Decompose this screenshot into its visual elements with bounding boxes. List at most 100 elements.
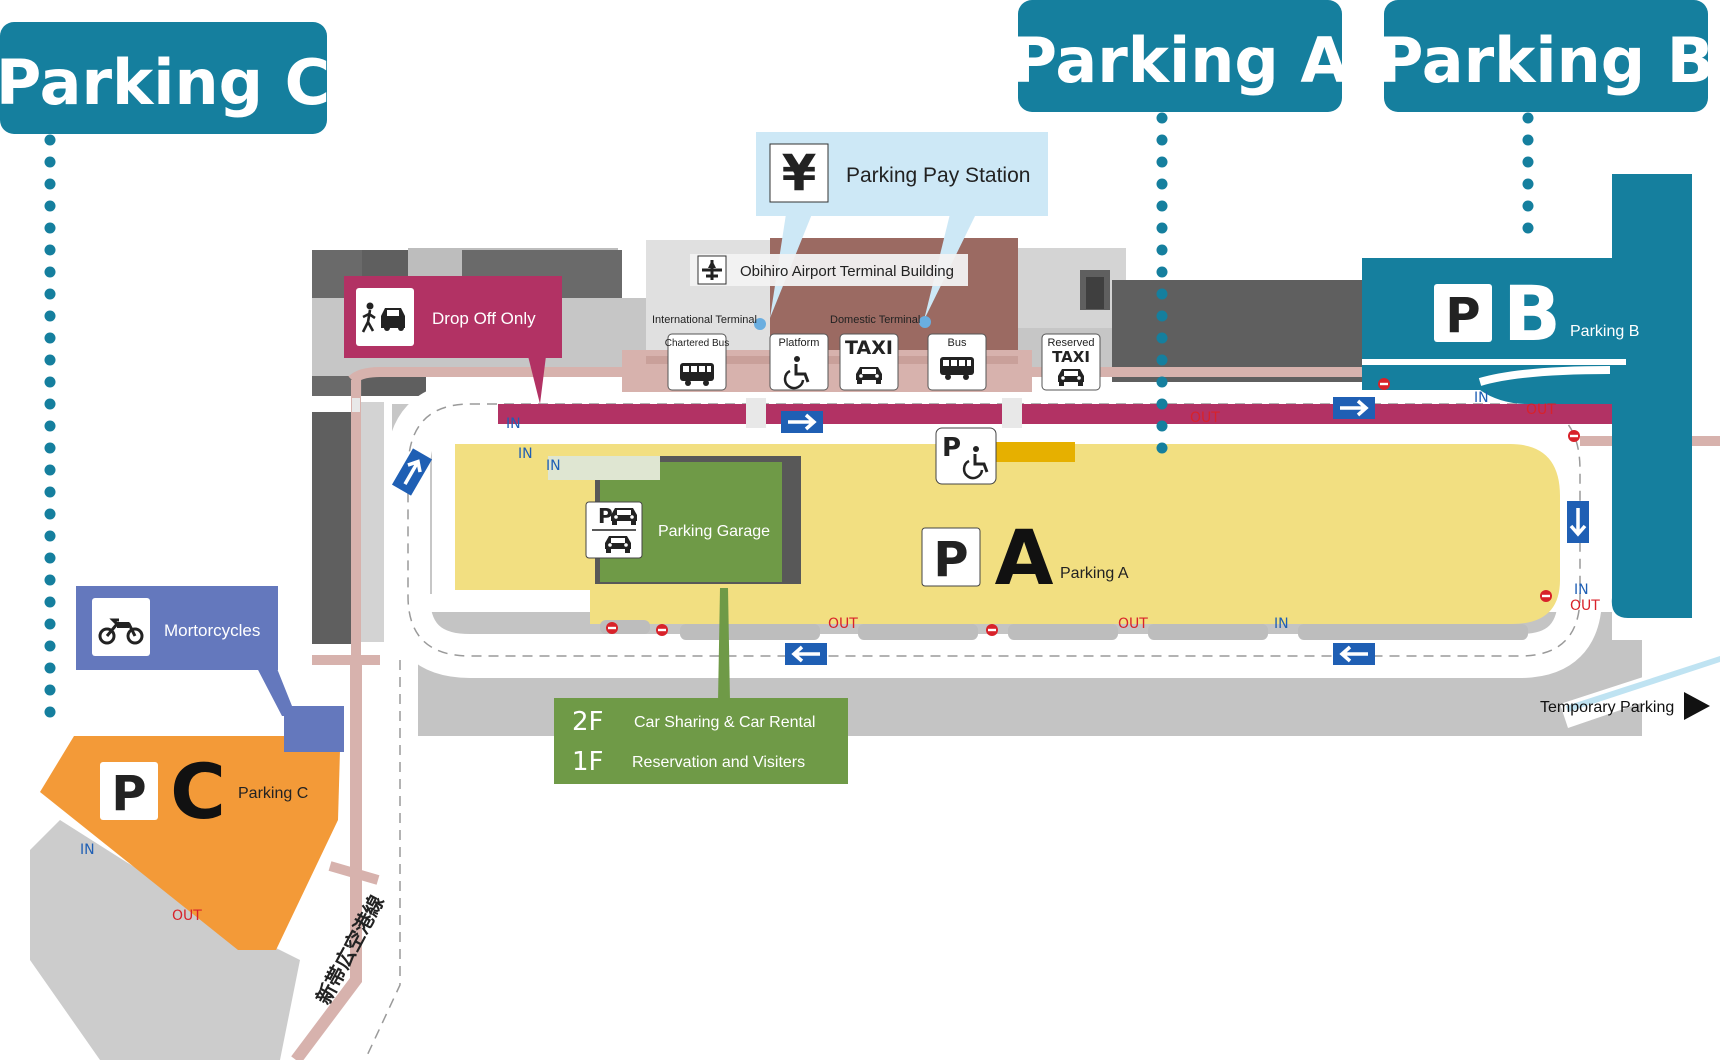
parking-b-letter: B	[1503, 269, 1561, 358]
chartered-bus-stop[interactable]: Chartered Bus	[665, 333, 729, 391]
parking-garage-label: Parking Garage	[658, 523, 770, 540]
header-parking-a[interactable]: Parking A	[1012, 0, 1349, 112]
arrow-icon	[1333, 397, 1375, 419]
airplane-icon	[697, 255, 727, 285]
leader-dot	[44, 662, 56, 674]
floor-2f: 2F	[572, 707, 604, 737]
leader-dot	[1156, 398, 1168, 410]
header-parking-c-label: Parking C	[0, 46, 330, 119]
pay-station-callout: ¥ Parking Pay Station	[754, 132, 1048, 330]
parking-a-sign[interactable]: P A Parking A	[921, 513, 1129, 602]
p-icon: P	[942, 433, 961, 463]
p-icon: P	[1445, 288, 1480, 344]
leader-dot	[44, 288, 56, 300]
platform-stop[interactable]: Platform	[769, 333, 829, 391]
temporary-parking[interactable]: Temporary Parking	[1540, 692, 1710, 720]
parking-garage-sign[interactable]: P Parking Garage	[585, 501, 770, 559]
in-label: IN	[80, 842, 95, 858]
leader-dot	[44, 618, 56, 630]
header-parking-c[interactable]: Parking C	[0, 22, 330, 134]
reserved-taxi-stop[interactable]: Reserved TAXI	[1041, 333, 1101, 391]
drop-off-label: Drop Off Only	[432, 309, 536, 328]
leader-dot	[1156, 134, 1168, 146]
pay-station-label: Parking Pay Station	[846, 164, 1030, 187]
leader-dot	[44, 640, 56, 652]
no-entry-icon	[986, 624, 998, 636]
leader-dot	[44, 376, 56, 388]
yen-icon: ¥	[782, 144, 817, 202]
no-entry-icon	[606, 622, 618, 634]
leader-dot	[1156, 156, 1168, 168]
reserved-label: Reserved	[1047, 337, 1094, 349]
out-label: OUT	[828, 616, 858, 632]
leader-dot	[1522, 156, 1534, 168]
leader-dot	[1156, 112, 1168, 124]
leader-dot	[1522, 200, 1534, 212]
header-parking-a-label: Parking A	[1012, 24, 1349, 97]
out-label: OUT	[1570, 598, 1600, 614]
bus-stop[interactable]: Bus	[927, 333, 987, 391]
leader-dot	[44, 332, 56, 344]
header-parking-b[interactable]: Parking B	[1378, 0, 1714, 112]
international-terminal-label: International Terminal	[652, 314, 757, 326]
drop-off-callout[interactable]: Drop Off Only	[344, 276, 562, 404]
leader-dot	[44, 442, 56, 454]
leader-dot	[1522, 134, 1534, 146]
out-label: OUT	[172, 908, 202, 924]
leader-dot	[1156, 354, 1168, 366]
accessible-parking-sign: P	[935, 427, 997, 485]
in-label: IN	[518, 446, 533, 462]
out-label: OUT	[1526, 402, 1556, 418]
leader-dot	[1156, 442, 1168, 454]
arrow-icon	[1333, 643, 1375, 665]
in-label: IN	[1574, 582, 1589, 598]
platform-label: Platform	[779, 337, 820, 349]
motorcycles-callout[interactable]: Mortorcycles	[76, 586, 296, 716]
leader-dot	[44, 486, 56, 498]
arrow-icon	[785, 643, 827, 665]
leader-dot	[44, 464, 56, 476]
garage-floors-callout[interactable]: 2F Car Sharing & Car Rental 1F Reservati…	[554, 588, 848, 784]
arrow-icon	[391, 448, 433, 496]
leader-dot	[1522, 178, 1534, 190]
leader-dot	[44, 178, 56, 190]
in-label: IN	[1274, 616, 1289, 632]
out-label: OUT	[1190, 410, 1220, 426]
leader-dot	[1522, 222, 1534, 234]
leader-dot	[1156, 376, 1168, 388]
leader-dot	[44, 706, 56, 718]
leader-dot	[44, 200, 56, 212]
direction-arrows	[391, 397, 1589, 665]
leader-dot	[1156, 310, 1168, 322]
motorcycles-label: Mortorcycles	[164, 621, 260, 640]
p-icon: P	[598, 504, 613, 528]
pedestrian-car-icon	[361, 302, 405, 333]
arrow-icon	[1567, 501, 1589, 543]
parking-c-letter: C	[170, 747, 226, 836]
reserved-taxi-label: TAXI	[1052, 348, 1090, 366]
taxi-label: TAXI	[845, 337, 893, 359]
leader-dot	[44, 684, 56, 696]
parking-c-sign[interactable]: P C Parking C	[100, 747, 308, 836]
leader-dot	[1156, 332, 1168, 344]
p-icon: P	[111, 766, 146, 822]
parking-b-sign[interactable]: P B Parking B	[1434, 269, 1639, 358]
leader-dot	[44, 552, 56, 564]
leader-dot	[44, 156, 56, 168]
terminal-building-label: Obihiro Airport Terminal Building	[740, 263, 954, 280]
leader-dot	[44, 266, 56, 278]
leader-dot	[44, 222, 56, 234]
taxi-stop[interactable]: TAXI	[839, 333, 899, 391]
leader-dot	[44, 398, 56, 410]
leader-dot	[44, 420, 56, 432]
leader-dot	[44, 244, 56, 256]
domestic-terminal-label: Domestic Terminal	[830, 314, 920, 326]
no-entry-icon	[1540, 590, 1552, 602]
leader-dot	[44, 530, 56, 542]
parking-a-letter: A	[995, 513, 1054, 602]
header-parking-b-label: Parking B	[1378, 24, 1714, 97]
traffic-labels: IN IN IN IN IN IN IN OUT OUT OUT OUT OUT…	[80, 390, 1600, 924]
temporary-parking-label: Temporary Parking	[1540, 699, 1674, 716]
arrow-icon	[781, 411, 823, 433]
p-icon: P	[933, 532, 968, 588]
